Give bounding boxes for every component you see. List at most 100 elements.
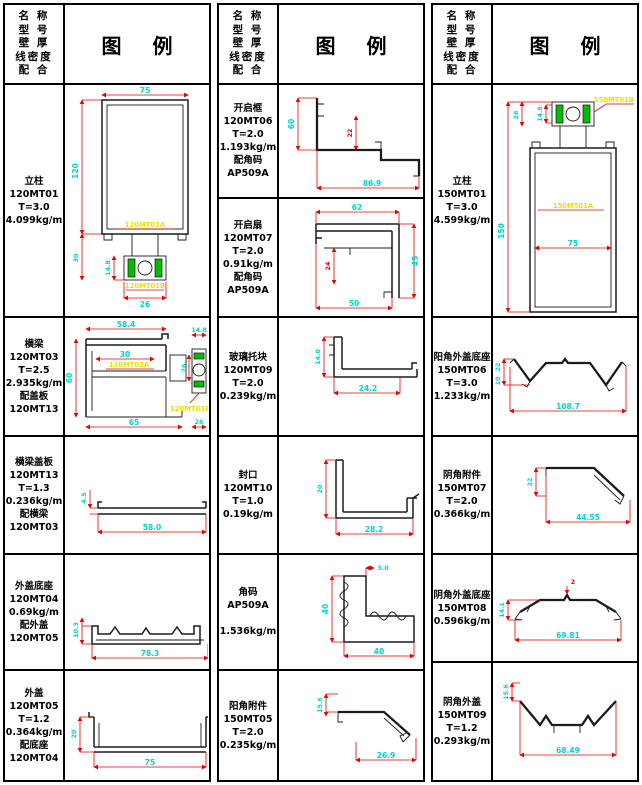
spec-line: 配盖板 — [19, 390, 49, 402]
spec-line: 120MT03 — [9, 522, 59, 533]
spec-line: 0.19kg/m — [223, 509, 273, 520]
spec-line: 120MT13 — [9, 403, 59, 415]
spec-cell: 玻璃托块 120MT09 T=2.0 0.239kg/m — [219, 318, 279, 435]
spec-line: 阴角外盖底座 — [433, 589, 491, 601]
spec-line: 阴角附件 — [442, 470, 481, 481]
dim-label: 40 — [374, 647, 384, 656]
spec-cell: 立柱 150MT01 T=3.0 4.599kg/m — [433, 85, 493, 316]
spec-cell: 阴角外盖 150MT09 T=1.2 0.293kg/m — [433, 663, 493, 780]
spec-line: 120MT04 — [9, 752, 59, 764]
profile-drawing-cover-base: 10.3 78.3 — [73, 617, 208, 661]
profile-outline — [519, 699, 617, 733]
spec-line: 4.599kg/m — [433, 214, 491, 226]
row-mullion-150mt01: 立柱 150MT01 T=3.0 4.599kg/m 15 — [433, 83, 637, 316]
dim-label: 30 — [120, 350, 130, 359]
dim-label: 45 — [411, 256, 420, 266]
dim-label: 22 — [527, 478, 534, 487]
dim-label: 22 — [495, 363, 502, 372]
drawing-cell: 3.0 40 40 — [279, 555, 423, 669]
spec-line: 120MT05 — [9, 700, 59, 712]
profile-outline — [509, 357, 627, 392]
spec-line: 4.099kg/m — [5, 214, 63, 226]
header-spec-label: 名 称 型 号 壁 厚 线密度 配 合 — [5, 5, 65, 83]
spec-line: 开启框 — [233, 103, 263, 114]
spec-line: 120MT06 — [223, 116, 273, 127]
spec-cell: 横梁盖板 120MT13 T=1.3 0.236kg/m 配横梁 120MT03 — [5, 437, 65, 553]
spec-line: 立柱 — [452, 175, 472, 187]
header-line: 线密度 — [15, 50, 53, 63]
dimensions: 3.0 40 40 — [321, 565, 415, 659]
part-tag: 150MT01B — [594, 96, 634, 104]
profile-outline — [88, 711, 208, 753]
row-mullion-120mt01: 立柱 120MT01 T=3.0 4.099kg/m 75 — [5, 83, 209, 316]
part-tag: 120MT01A — [125, 221, 166, 229]
spec-cell: 阳角附件 150MT05 T=2.0 0.235kg/m — [219, 671, 279, 780]
dim-label: 75 — [145, 758, 155, 767]
dim-label: 108.7 — [556, 402, 580, 411]
spec-cell: 阳角外盖底座 150MT06 T=3.0 1.233kg/m — [433, 318, 493, 435]
part-tag: 120MT01B — [125, 282, 165, 290]
dim-label: 28.2 — [365, 525, 384, 534]
profile-outline — [339, 575, 415, 643]
dim-label: 65 — [129, 418, 139, 427]
profile-outline — [85, 333, 207, 418]
spec-line: T=2.0 — [232, 377, 264, 389]
spec-line: AP509A — [227, 600, 269, 611]
dim-label: 24.2 — [359, 384, 378, 393]
header-line: 配 合 — [446, 64, 478, 77]
row-transom-cover-120mt13: 横梁盖板 120MT13 T=1.3 0.236kg/m 配横梁 120MT03… — [5, 435, 209, 553]
header-row: 名 称 型 号 壁 厚 线密度 配 合 图 例 — [219, 5, 423, 83]
spec-cell: 封口 120MT10 T=1.0 0.19kg/m — [219, 437, 279, 553]
dim-label: 58.0 — [143, 523, 162, 532]
part-tag: 120MT03B — [170, 405, 208, 413]
profile-drawing-inner-corner-base: 2 14.1 69.81 — [499, 579, 622, 643]
drawing-cell: 22 44.55 — [493, 437, 637, 553]
profile-outline — [329, 336, 418, 378]
spec-line: 横梁盖板 — [14, 457, 53, 468]
dim-label: 20 — [71, 729, 78, 738]
header-row: 名 称 型 号 壁 厚 线密度 配 合 图 例 — [5, 5, 209, 83]
dim-label: 14.8 — [537, 106, 544, 122]
dimensions: 150 26 14.8 75 — [497, 101, 612, 313]
spec-line: T=3.0 — [446, 201, 478, 213]
profile-drawing-mullion-150: 150 26 14.8 75 150MT01B 150MT01A — [497, 96, 634, 313]
dim-label: 2 — [571, 579, 575, 586]
drawing-cell: 15.6 68.49 — [493, 663, 637, 780]
profile-outline — [529, 101, 617, 313]
spec-line: 外盖 — [24, 687, 44, 699]
drawing-cell: 20 75 — [65, 671, 209, 780]
spec-line: 配横梁 — [19, 509, 49, 520]
dim-label: 86.9 — [363, 179, 382, 188]
header-line: 型 号 — [18, 23, 50, 36]
header-line: 壁 厚 — [18, 37, 50, 50]
dimensions: 22 44.55 — [527, 467, 631, 525]
dimensions: 15.6 68.49 — [503, 681, 617, 757]
profile-drawing-cover: 20 75 — [71, 711, 208, 769]
dim-label: 58.4 — [117, 320, 136, 329]
dim-label: 75 — [140, 86, 150, 95]
dim-label: 30 — [73, 253, 80, 262]
header-spec-label: 名 称 型 号 壁 厚 线密度 配 合 — [219, 5, 279, 83]
spec-line: 150MT09 — [437, 709, 487, 721]
spec-line: 1.536kg/m — [219, 626, 277, 637]
dim-label: 14.8 — [191, 327, 207, 334]
dim-label: 60 — [66, 373, 74, 383]
dim-label: 50 — [349, 299, 359, 308]
dim-label: 4.5 — [81, 492, 88, 503]
drawing-cell: 10.3 78.3 — [65, 555, 209, 669]
dimensions: 58.4 30 60 65 14.8 26 26 — [66, 320, 207, 430]
row-outer-corner-base-150mt06: 阳角外盖底座 150MT06 T=3.0 1.233kg/m 22 10 108… — [433, 316, 637, 435]
spec-line: 120MT07 — [223, 232, 273, 244]
spec-line: 配角码 — [233, 271, 263, 283]
spec-line: T=2.0 — [446, 496, 478, 507]
spec-line: 150MT08 — [437, 602, 487, 614]
row-glass-support-120mt09: 玻璃托块 120MT09 T=2.0 0.239kg/m 14.0 24.2 — [219, 316, 423, 435]
dimensions: 60 22 86.9 — [287, 97, 420, 191]
profile-outline — [545, 466, 625, 505]
spec-cell: 外盖 120MT05 T=1.2 0.364kg/m 配底座 120MT04 — [5, 671, 65, 780]
part-tags: 150MT01B 150MT01A — [538, 96, 634, 211]
drawing-cell: 62 45 50 24 — [279, 199, 423, 316]
dim-label: 26.9 — [377, 751, 396, 760]
spec-line: 120MT04 — [9, 593, 59, 605]
